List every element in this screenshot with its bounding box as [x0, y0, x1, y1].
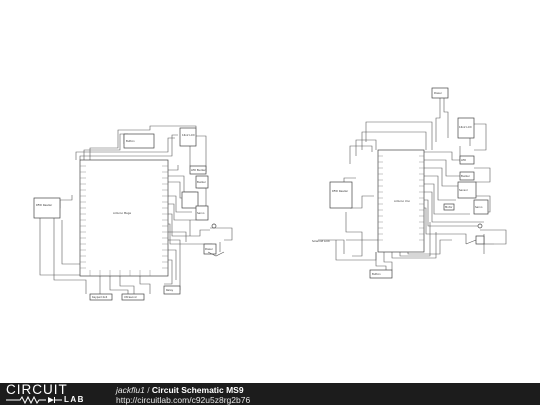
left-mcu-pins	[80, 165, 168, 276]
right-button-label: Button	[372, 272, 381, 276]
right-driver	[457, 181, 477, 199]
left-switch-node	[211, 223, 217, 229]
right-led-label: LED	[461, 158, 466, 162]
schematic-info: jackflu1 / Circuit Schematic MS9 http://…	[116, 385, 250, 405]
left-keypad-label: Keypad 4x4	[92, 295, 108, 299]
resistor-diode-icon	[6, 396, 62, 404]
right-mcu-label: Arduino Uno	[394, 199, 410, 203]
left-button-label: Button	[126, 139, 135, 143]
left-labels: Arduino Mega RFID Reader 16x2 LCD LED Bu…	[36, 133, 214, 299]
left-lcd-label: 16x2 LCD	[182, 133, 195, 137]
right-power-label: Power	[434, 91, 443, 95]
right-mcu	[377, 149, 425, 253]
left-driver	[181, 191, 199, 209]
left-led-module	[189, 165, 207, 175]
right-switch	[475, 235, 485, 245]
left-led-label: LED Buzzer	[191, 168, 207, 172]
author-name[interactable]: jackflu1	[116, 385, 145, 395]
right-switch-node	[477, 223, 483, 229]
left-components	[33, 127, 225, 301]
right-servo	[473, 199, 489, 215]
right-schematic: Arduino Uno RFID Reader 16x2 LCD LED Buz…	[312, 87, 507, 279]
schematic-title: Circuit Schematic MS9	[151, 385, 244, 395]
footer-bar: CIRCUIT LAB jackflu1 / Circuit Schematic…	[0, 383, 540, 405]
left-buzzer	[195, 175, 209, 189]
title-separator: /	[144, 385, 152, 395]
left-servo	[195, 205, 209, 221]
left-wires	[39, 125, 233, 294]
left-rfid-module	[33, 197, 61, 219]
left-schematic: Arduino Mega RFID Reader 16x2 LCD LED Bu…	[33, 125, 233, 301]
right-motor-label: Motor	[445, 205, 453, 209]
right-rfid-label: RFID Reader	[332, 189, 349, 193]
right-mcu-pins	[378, 155, 424, 241]
schematic-canvas: Arduino Mega RFID Reader 16x2 LCD LED Bu…	[33, 87, 507, 301]
right-motor	[443, 203, 455, 211]
left-lcd	[179, 127, 197, 147]
left-keypad	[89, 293, 113, 301]
left-ultrasonic-label: Ultrasonic	[124, 295, 138, 299]
right-components	[329, 87, 489, 279]
logo-bottom-text: LAB	[64, 395, 85, 404]
logo-top-text: CIRCUIT	[6, 382, 68, 397]
right-labels: Arduino Uno RFID Reader 16x2 LCD LED Buz…	[312, 91, 483, 276]
right-bottom-module	[369, 269, 393, 279]
left-relay-label: Relay	[166, 288, 174, 292]
right-rfid-module	[329, 181, 353, 209]
left-mcu	[79, 159, 169, 277]
left-power	[203, 243, 217, 255]
right-lcd-label: 16x2 LCD	[459, 125, 472, 129]
left-power-label: Power	[205, 247, 214, 251]
schematic-drawing: Arduino Mega RFID Reader 16x2 LCD LED Bu…	[33, 87, 507, 301]
right-buzzer	[459, 171, 475, 181]
right-sensor-label: Sensor	[459, 188, 469, 192]
right-top-module	[431, 87, 449, 99]
right-servo-label: Servo	[475, 205, 483, 209]
circuitlab-logo[interactable]: CIRCUIT LAB	[6, 382, 106, 404]
right-lcd	[457, 117, 475, 139]
right-led-module	[459, 155, 475, 165]
left-buzzer-label: Buzzer	[197, 180, 207, 184]
left-top-module	[123, 133, 155, 149]
left-rfid-label: RFID Reader	[36, 203, 53, 207]
left-servo-label: Servo	[197, 211, 205, 215]
schematic-url[interactable]: http://circuitlab.com/c92u5z8rg2b76	[116, 395, 251, 405]
right-buzzer-label: Buzzer	[461, 174, 471, 178]
right-solenoid-label: Solenoid Lock	[312, 239, 330, 243]
left-relay	[163, 285, 181, 295]
left-mcu-label: Arduino Mega	[113, 211, 131, 215]
left-ultrasonic	[121, 293, 145, 301]
